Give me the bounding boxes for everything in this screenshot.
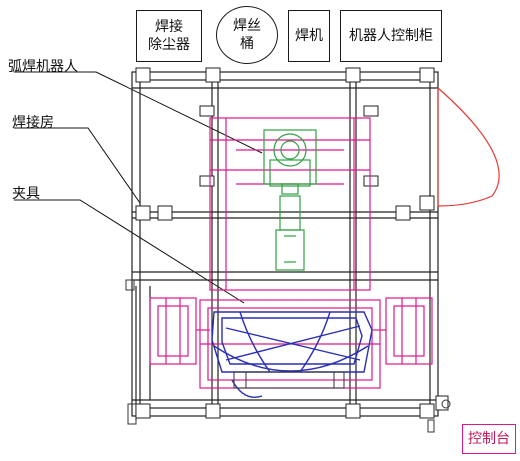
fixture-structure xyxy=(149,117,433,389)
control-console-label: 控制台 xyxy=(468,431,510,447)
door-swing xyxy=(437,87,500,207)
robot-cabinet-box: 机器人控制柜 xyxy=(340,10,442,62)
fixture-wiring xyxy=(211,311,373,398)
welder-box: 焊机 xyxy=(288,10,330,62)
dust-collector-box: 焊接 除尘器 xyxy=(136,10,202,62)
post-plates xyxy=(135,67,449,419)
welder-label: 焊机 xyxy=(295,28,323,44)
wire-drum-circle: 焊丝 桶 xyxy=(216,6,278,64)
welding-room-label: 焊接房 xyxy=(12,115,54,131)
dust-collector-label-line1: 焊接 xyxy=(155,19,183,35)
control-console-box: 控制台 xyxy=(462,424,516,454)
wire-drum-label-line2: 桶 xyxy=(240,36,254,52)
arc-welding-robot-label: 弧焊机器人 xyxy=(8,59,78,75)
callout-leaders xyxy=(14,71,263,304)
dust-collector-label-line2: 除尘器 xyxy=(148,37,190,53)
outer-frame xyxy=(131,71,439,417)
robot-cabinet-label: 机器人控制柜 xyxy=(349,28,433,44)
inner-frame xyxy=(139,79,431,409)
arc-welding-robot xyxy=(263,129,317,271)
fixture-base xyxy=(125,279,451,433)
room-frame xyxy=(131,71,439,420)
fixture-leader-line xyxy=(14,199,245,304)
fixture-label: 夹具 xyxy=(12,186,40,202)
wire-drum-label-line1: 焊丝 xyxy=(233,18,261,34)
